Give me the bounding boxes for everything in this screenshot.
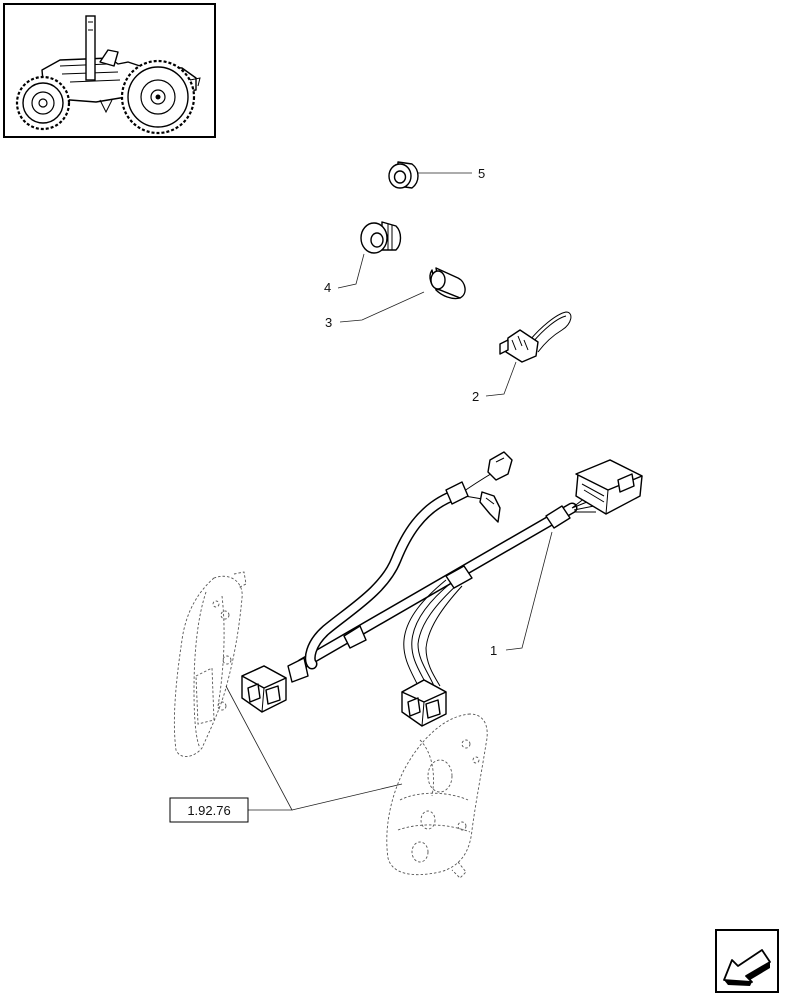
callout-2: 2	[472, 389, 479, 404]
rear-wheel	[120, 59, 196, 135]
callout-5: 5	[478, 166, 485, 181]
reference-label: 1.92.76	[187, 803, 230, 818]
tractor-thumbnail-icon	[3, 3, 216, 138]
harness-terminals	[479, 451, 513, 523]
part-5-grommet	[388, 161, 472, 189]
part-1-wiring-harness	[241, 451, 643, 727]
reference-leaders	[225, 685, 403, 811]
reference-box[interactable]: 1.92.76	[169, 797, 249, 823]
front-wheel	[15, 75, 71, 131]
part-2-connector	[485, 311, 572, 397]
callout-3: 3	[325, 315, 332, 330]
callout-1: 1	[490, 643, 497, 658]
callout-4: 4	[324, 280, 331, 295]
harness-connector-main	[575, 459, 643, 515]
harness-connector-left	[241, 665, 287, 713]
part-4-plug	[337, 221, 402, 289]
left-lamp-housing-outline	[173, 571, 247, 757]
arrow-back-icon[interactable]	[715, 929, 779, 993]
harness-connector-lower	[401, 679, 447, 727]
right-lamp-housing-outline	[386, 713, 488, 879]
part-3-pad	[339, 267, 466, 323]
